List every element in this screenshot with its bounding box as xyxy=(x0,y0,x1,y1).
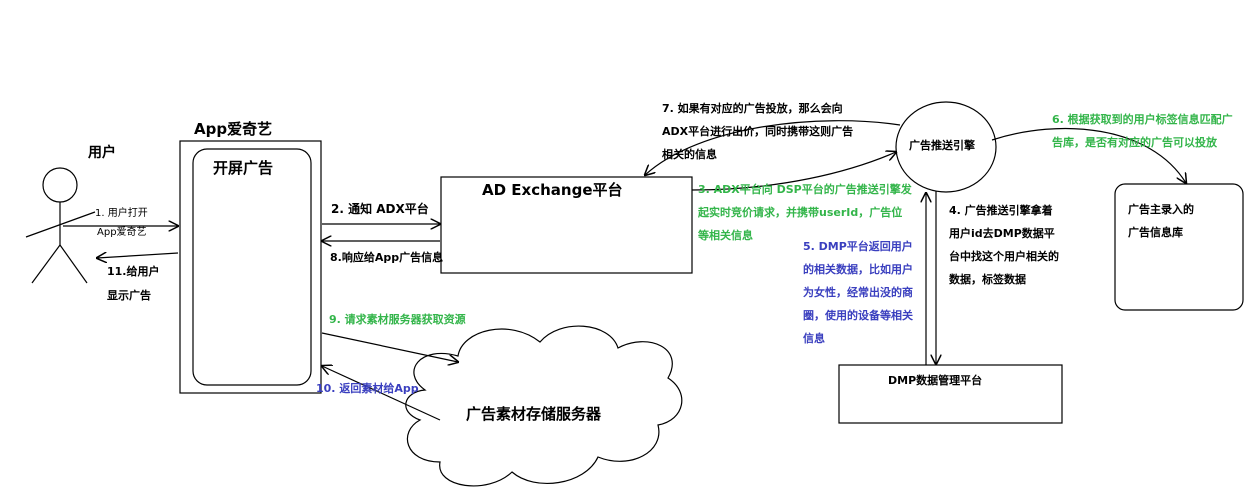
arrow-step9 xyxy=(321,332,458,362)
user-figure xyxy=(25,167,96,284)
splash-label: 开屏广告 xyxy=(213,159,274,177)
step5-line1: 5. DMP平台返回用户 xyxy=(803,240,913,253)
step4-line4: 数据，标签数据 xyxy=(949,273,1026,286)
adx-box xyxy=(440,176,693,274)
user-label: 用户 xyxy=(88,145,116,161)
step6-line1: 6. 根据获取到的用户标签信息匹配广 xyxy=(1052,113,1233,126)
step4-note: 4. 广告推送引擎拿着 用户id去DMP数据平 台中找这个用户相关的 数据，标签… xyxy=(949,199,1059,291)
arrow-step10 xyxy=(322,366,441,421)
step3-note: 3. ADX平台向 DSP平台的广告推送引擎发 起实时竞价请求，并携带userI… xyxy=(698,178,912,247)
step6-note: 6. 根据获取到的用户标签信息匹配广 告库，是否有对应的广告可以投放 xyxy=(1052,108,1233,154)
dmp-label: DMP数据管理平台 xyxy=(888,374,983,387)
engine-label: 广告推送引擎 xyxy=(909,139,975,152)
step7-line1: 7. 如果有对应的广告投放，那么会向 xyxy=(662,102,843,115)
arrow-step7 xyxy=(645,120,901,175)
step7-line2: ADX平台进行出价，同时携带这则广告 xyxy=(662,125,854,138)
step7-line3: 相关的信息 xyxy=(662,148,717,161)
arrow-step6 xyxy=(991,127,1186,183)
adlib-label-line1: 广告主录入的 xyxy=(1128,203,1194,216)
step5-line3: 为女性，经常出没的商 xyxy=(803,286,913,299)
step9-label: 9. 请求素材服务器获取资源 xyxy=(329,313,466,326)
step3-line3: 等相关信息 xyxy=(698,229,753,242)
step7-note: 7. 如果有对应的广告投放，那么会向 ADX平台进行出价，同时携带这则广告 相关… xyxy=(662,97,853,166)
step5-line4: 圈，使用的设备等相关 xyxy=(803,309,913,322)
step2-label: 2. 通知 ADX平台 xyxy=(331,202,429,216)
dmp-box xyxy=(838,364,1063,424)
step4-line1: 4. 广告推送引擎拿着 xyxy=(949,204,1053,217)
step5-note: 5. DMP平台返回用户 的相关数据，比如用户 为女性，经常出没的商 圈，使用的… xyxy=(803,235,913,350)
step4-line3: 台中找这个用户相关的 xyxy=(949,250,1059,263)
app-label: App爱奇艺 xyxy=(194,120,273,138)
step8-label: 8.响应给App广告信息 xyxy=(330,251,444,264)
engine-ellipse xyxy=(895,101,997,193)
adlib-label-line2: 广告信息库 xyxy=(1128,226,1183,239)
step11-line2: 显示广告 xyxy=(107,289,151,302)
arrow-step3 xyxy=(691,152,896,191)
step3-line1: 3. ADX平台向 DSP平台的广告推送引擎发 xyxy=(698,183,912,196)
step1-line2: App爱奇艺 xyxy=(97,227,147,238)
step10-label: 10. 返回素材给App xyxy=(316,382,419,395)
step3-line2: 起实时竞价请求，并携带userId，广告位 xyxy=(698,206,903,219)
step5-line2: 的相关数据，比如用户 xyxy=(803,263,913,276)
adx-label: AD Exchange平台 xyxy=(482,181,623,199)
step6-line2: 告库，是否有对应的广告可以投放 xyxy=(1052,136,1217,149)
storage-cloud xyxy=(405,325,683,487)
step4-line2: 用户id去DMP数据平 xyxy=(949,227,1055,240)
step1-line1: 1. 用户打开 xyxy=(95,208,148,219)
step5-line5: 信息 xyxy=(803,332,825,345)
splash-screen-box xyxy=(192,148,312,386)
step11-line1: 11.给用户 xyxy=(107,265,160,278)
storage-label: 广告素材存储服务器 xyxy=(466,405,602,423)
arrow-step11 xyxy=(97,253,179,258)
